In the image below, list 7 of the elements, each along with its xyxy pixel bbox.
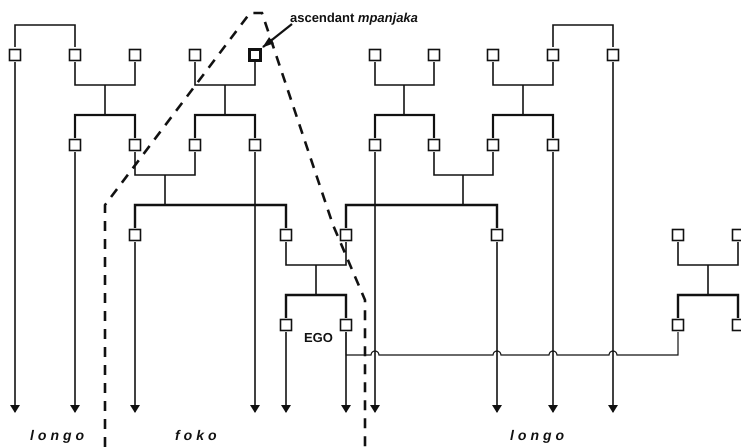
- leader-arrow: [262, 23, 293, 48]
- group-label: foko: [175, 427, 221, 443]
- bold-square: [248, 48, 262, 62]
- ego-label: EGO: [304, 330, 333, 345]
- group-label: longo: [30, 427, 88, 443]
- group-label: longo: [510, 427, 568, 443]
- annotation-text: ascendant mpanjaka: [290, 10, 418, 25]
